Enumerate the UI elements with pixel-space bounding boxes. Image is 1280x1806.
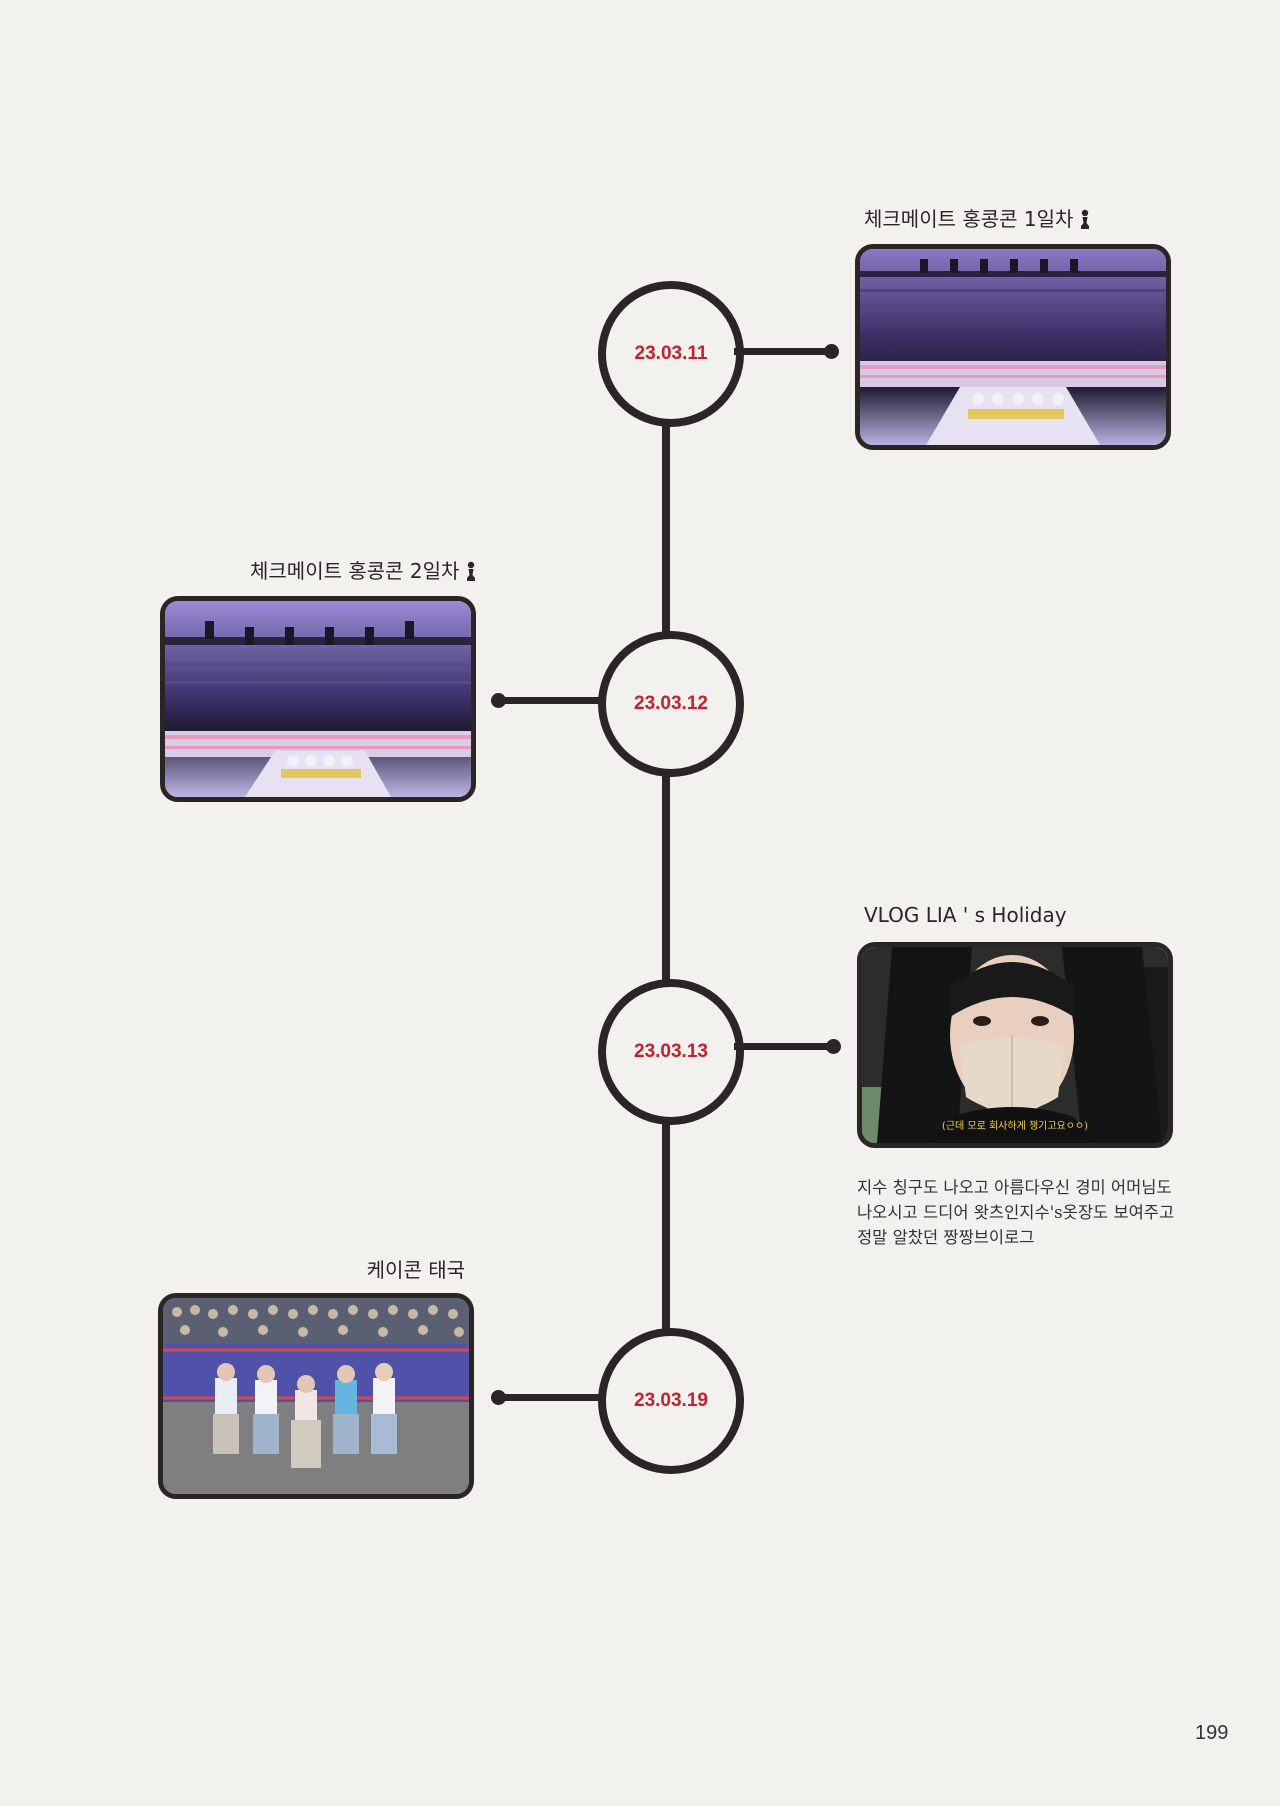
vlog-thumbnail[interactable]: (근데 모로 회사하게 챙기고요ㅇㅇ) [857,942,1173,1148]
timeline-node: 23.03.12 [598,631,744,777]
entry-title-text: 케이콘 태국 [366,1258,465,1282]
group-photo-kcon[interactable] [158,1293,474,1499]
timeline-axis [662,350,670,1400]
timeline-connector [734,1043,832,1050]
entry-title: VLOG LIA ' s Holiday [864,903,1067,927]
page-number: 199 [1195,1722,1229,1744]
timeline-node: 23.03.19 [598,1328,744,1474]
entry-title-text: 체크메이트 홍콩콘 1일차 [864,207,1074,231]
timeline-connector-dot [826,1039,841,1054]
chess-pawn-icon [467,561,476,581]
timeline-date: 23.03.19 [634,1390,708,1411]
description-line: 지수 칭구도 나오고 아름다우신 경미 어머님도 [857,1178,1172,1197]
timeline-connector [500,697,600,704]
group-photo-image [163,1298,469,1494]
vlog-portrait-image: (근데 모로 회사하게 챙기고요ㅇㅇ) [862,947,1168,1143]
description-line: 정말 알찼던 짱짱브이로그 [857,1228,1035,1247]
entry-title-text: VLOG LIA ' s Holiday [864,903,1067,927]
timeline-connector-dot [824,344,839,359]
chess-pawn-icon [1081,209,1090,229]
entry-title: 체크메이트 홍콩콘 2일차 [250,555,476,584]
vlog-caption: (근데 모로 회사하게 챙기고요ㅇㅇ) [942,1119,1088,1132]
timeline-connector-dot [491,693,506,708]
entry-title: 케이콘 태국 [250,1254,465,1283]
timeline-date: 23.03.11 [634,343,708,364]
timeline-node: 23.03.13 [598,979,744,1125]
entry-title: 체크메이트 홍콩콘 1일차 [864,203,1091,232]
concert-stage-image [165,601,471,797]
entry-title-text: 체크메이트 홍콩콘 2일차 [250,559,460,583]
vlog-description: 지수 칭구도 나오고 아름다우신 경미 어머님도 나오시고 드디어 왓츠인지수'… [857,1175,1187,1250]
timeline-node: 23.03.11 [598,281,744,427]
timeline-date: 23.03.12 [634,693,708,714]
timeline-connector-dot [491,1390,506,1405]
concert-photo-day1[interactable] [855,244,1171,450]
concert-stage-image [860,249,1166,445]
timeline-connector [500,1394,600,1401]
timeline-date: 23.03.13 [634,1041,708,1062]
timeline-connector [734,348,830,355]
description-line: 나오시고 드디어 왓츠인지수's옷장도 보여주고 [857,1203,1175,1222]
concert-photo-day2[interactable] [160,596,476,802]
